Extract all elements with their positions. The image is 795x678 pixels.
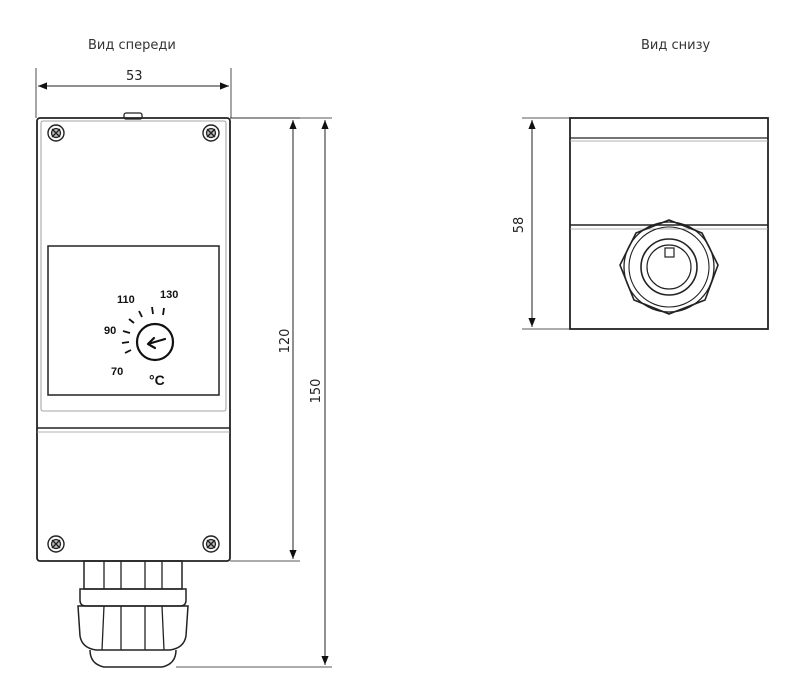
upper-cover-edge: [40, 120, 227, 412]
dial-scale-label-90: 90: [104, 325, 116, 337]
front-view: [35, 68, 332, 668]
width-dimension-value: 53: [126, 69, 143, 84]
dial-arrow-icon: [146, 336, 167, 350]
dial-unit-label: °C: [149, 372, 165, 388]
dial-knob: [135, 322, 175, 362]
bottom-cable-gland: [619, 219, 719, 315]
label-window: [47, 245, 220, 396]
h120-dimension-value: 120: [278, 329, 293, 354]
screw-bottom-right: [202, 535, 220, 553]
dial-scale-label-110: 110: [117, 294, 135, 306]
screw-top-left: [47, 124, 65, 142]
temperature-dial: [121, 306, 175, 362]
dial-scale-label-130: 130: [160, 289, 178, 301]
h58-dimension-value: 58: [512, 217, 527, 234]
front-view-title: Вид спереди: [88, 38, 176, 53]
housing-outline: [36, 117, 231, 562]
h150-dimension-value: 150: [309, 379, 324, 404]
dial-scale-ticks: [121, 306, 165, 354]
cable-gland: [77, 560, 189, 668]
top-cap: [123, 112, 143, 120]
bottom-housing-outline: [569, 117, 769, 330]
screw-top-right: [202, 124, 220, 142]
bottom-view: [522, 117, 769, 330]
screw-bottom-left: [47, 535, 65, 553]
bottom-view-title: Вид снизу: [641, 38, 711, 53]
dial-scale-label-70: 70: [111, 366, 123, 378]
